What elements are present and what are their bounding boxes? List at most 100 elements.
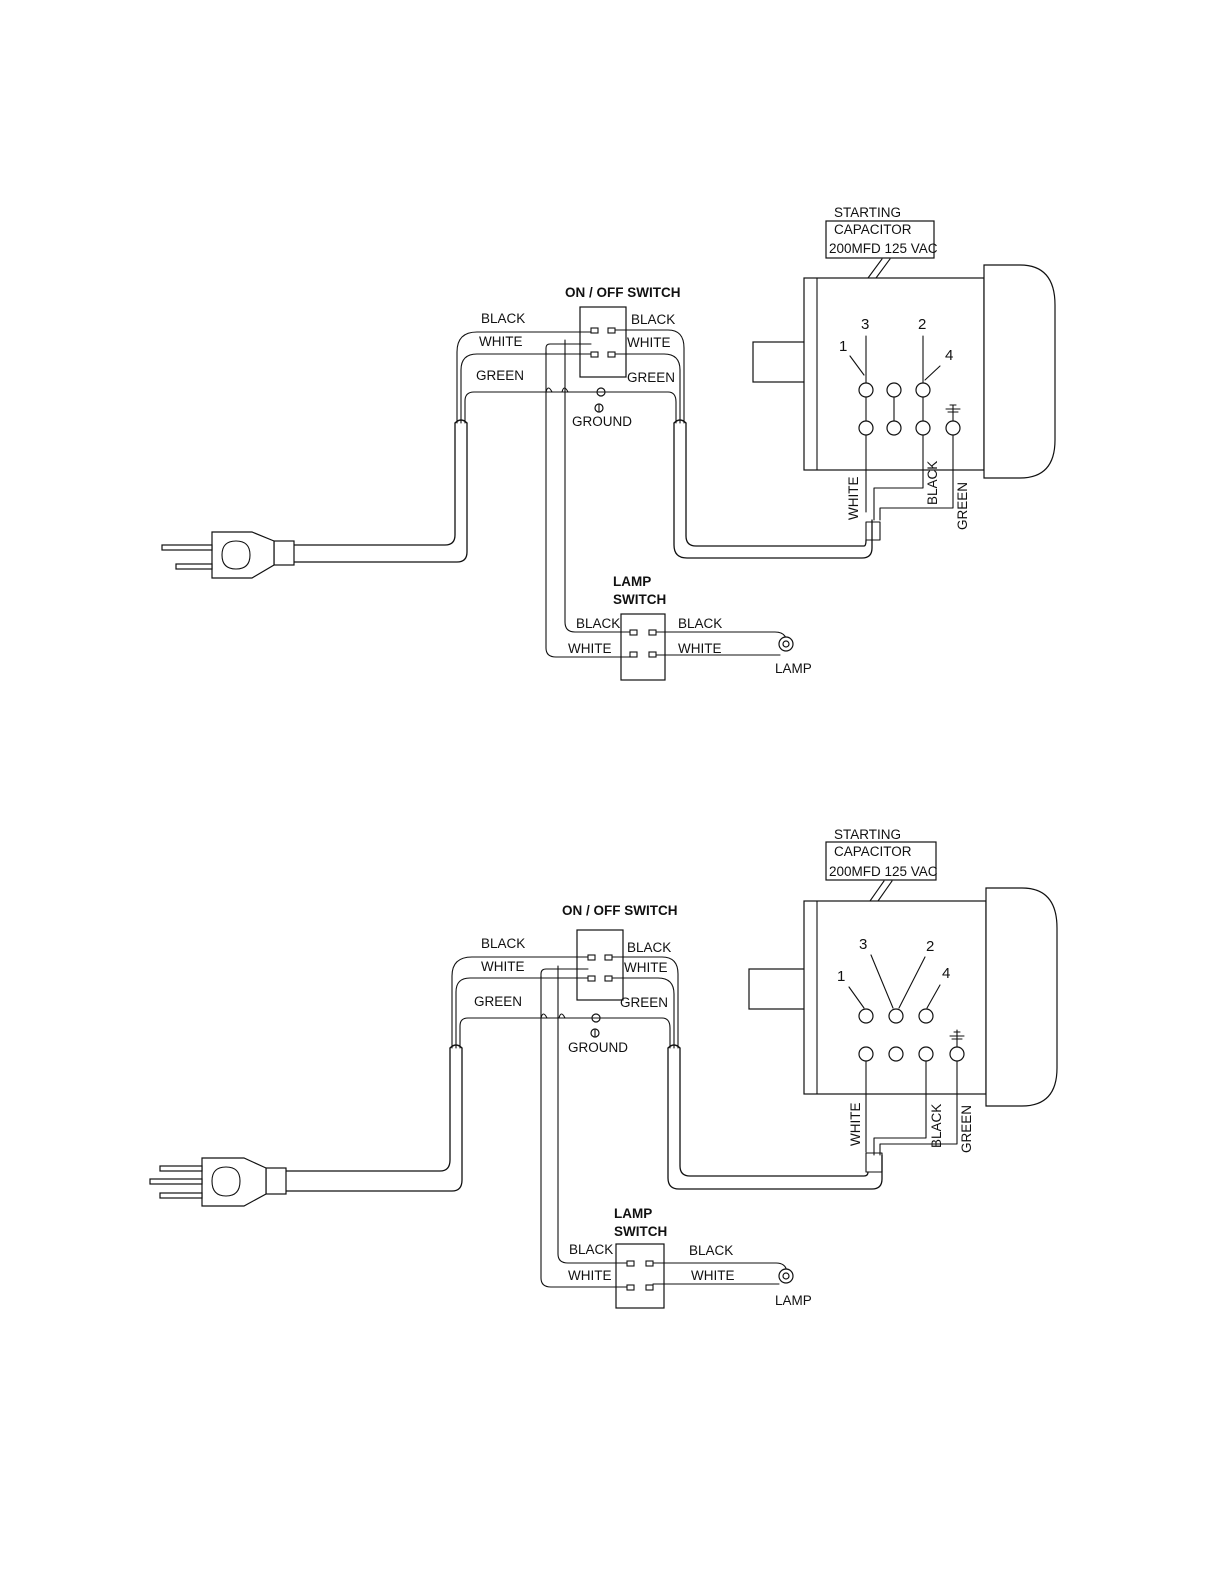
terminal-2-label: 2	[926, 938, 934, 955]
lamp-white-feed	[545, 351, 631, 658]
switch-terminal	[607, 351, 616, 358]
motor-green-wire	[879, 434, 954, 521]
switch-terminal	[587, 975, 596, 982]
right-black-wire	[611, 956, 679, 1049]
lamp-switch-left-black-label: BLACK	[576, 616, 620, 631]
power-plug-icon	[161, 531, 295, 579]
on-off-switch: ON / OFF SWITCH BLACK WHITE GREEN BLACK …	[456, 285, 685, 429]
terminal-1-label: 1	[839, 338, 847, 355]
lamp-switch-left-white-label: WHITE	[568, 641, 612, 656]
motor-green-wire	[879, 1060, 958, 1156]
terminal-lead	[926, 984, 941, 1009]
plug-face-curve	[221, 540, 237, 570]
right-green-label: GREEN	[627, 370, 675, 385]
ground-symbol-icon	[590, 1028, 600, 1038]
right-white-label: WHITE	[627, 335, 671, 350]
right-black-label: BLACK	[627, 940, 671, 955]
on-off-switch-body	[579, 306, 627, 378]
plug-face-curve	[225, 1166, 241, 1197]
lamp-switch-left-white-label: WHITE	[568, 1268, 612, 1283]
terminal-top	[888, 1008, 904, 1024]
lamp-switch-right-white-label: WHITE	[678, 641, 722, 656]
right-black-wire	[614, 329, 685, 424]
lamp-switch: LAMP SWITCH BLACK WHITE BLACK WHITE	[545, 339, 788, 681]
plug-prong	[149, 1178, 203, 1185]
plug-face-curve	[211, 1166, 227, 1197]
lamp-switch-terminal	[645, 1284, 654, 1291]
lamp-switch-title-line2: SWITCH	[613, 592, 666, 607]
on-off-switch: ON / OFF SWITCH BLACK WHITE GREEN BLACK …	[451, 903, 679, 1055]
terminal-bottom	[918, 1046, 934, 1062]
lamp-switch-left-black-label: BLACK	[569, 1242, 613, 1257]
switch-terminal	[604, 954, 613, 961]
right-white-label: WHITE	[624, 960, 668, 975]
terminal-bottom	[915, 420, 931, 436]
lamp-switch-title-line1: LAMP	[614, 1206, 652, 1221]
left-black-wire	[451, 956, 589, 1049]
motor: 1 3 2 4 WHITE BLACK	[748, 887, 1058, 1156]
capacitor-rating: 200MFD 125 VAC	[829, 241, 938, 256]
wiring-diagram-top: STARTING CAPACITOR 200MFD 125 VAC 1 3 2 …	[161, 205, 1056, 681]
on-off-switch-body	[576, 929, 624, 1001]
motor-black-label: BLACK	[925, 461, 940, 505]
ground-symbol-icon	[949, 1029, 965, 1048]
terminal-4-label: 4	[945, 347, 953, 364]
lamp-switch-terminal	[626, 1284, 635, 1291]
ground-label: GROUND	[568, 1040, 628, 1055]
terminal-lead	[870, 954, 894, 1009]
motor: 1 3 2 4	[752, 264, 1056, 530]
starting-capacitor: STARTING CAPACITOR 200MFD 125 VAC	[825, 205, 938, 279]
lamp-switch-terminal	[629, 651, 638, 658]
cord-upper	[291, 422, 456, 546]
wire-crossover	[558, 1013, 566, 1019]
terminal-bottom	[886, 420, 902, 436]
left-white-wire	[460, 353, 592, 424]
wire-crossover	[540, 1013, 548, 1019]
white-splice	[545, 343, 592, 355]
cord-lower	[285, 1047, 463, 1192]
terminal-top	[886, 382, 902, 398]
power-plug-icon	[149, 1157, 287, 1207]
wire-crossover	[545, 387, 553, 393]
on-off-switch-title: ON / OFF SWITCH	[565, 285, 681, 300]
left-white-label: WHITE	[481, 959, 525, 974]
white-splice	[540, 968, 589, 979]
lamp-bulb-icon	[778, 1268, 794, 1284]
terminal-lead	[924, 365, 941, 381]
lamp-black-out	[655, 631, 788, 645]
motor-black-label: BLACK	[929, 1104, 944, 1148]
plug-prong	[175, 563, 213, 570]
lamp-bulb-icon	[778, 636, 794, 652]
plug-prong	[159, 1165, 203, 1172]
left-black-wire	[456, 331, 592, 424]
power-cord	[285, 1044, 463, 1192]
wiring-diagram-bottom: STARTING CAPACITOR 200MFD 125 VAC 1 3 2 …	[149, 827, 1058, 1309]
switch-terminal	[590, 351, 599, 358]
terminal-bottom	[858, 420, 874, 436]
lamp-switch-terminal	[645, 1260, 654, 1267]
capacitor-box	[825, 841, 937, 881]
right-green-wire	[603, 391, 677, 424]
plug-body	[211, 531, 275, 579]
capacitor-box	[825, 220, 935, 259]
plug-strain-relief	[265, 1167, 287, 1195]
capacitor-label-line2: CAPACITOR	[834, 222, 912, 237]
motor-cable-outer	[673, 422, 873, 559]
terminal-2-label: 2	[918, 316, 926, 333]
on-off-switch-title: ON / OFF SWITCH	[562, 903, 678, 918]
motor-green-label: GREEN	[955, 482, 970, 530]
lamp-black-feed	[564, 339, 631, 633]
lamp-switch-title-line2: SWITCH	[614, 1224, 667, 1239]
lamp-switch-terminal	[648, 629, 657, 636]
motor-shaft	[752, 341, 806, 383]
right-green-label: GREEN	[620, 995, 668, 1010]
capacitor-label-line1: STARTING	[834, 205, 901, 220]
ground-symbol-icon	[594, 403, 604, 413]
terminal-4-label: 4	[942, 965, 950, 982]
plug-prong	[159, 1192, 203, 1199]
capacitor-lead	[867, 258, 883, 279]
switch-terminal	[607, 327, 616, 334]
terminal-3-label: 3	[861, 316, 869, 333]
motor-body	[803, 900, 987, 1095]
terminal-lead	[849, 355, 865, 376]
